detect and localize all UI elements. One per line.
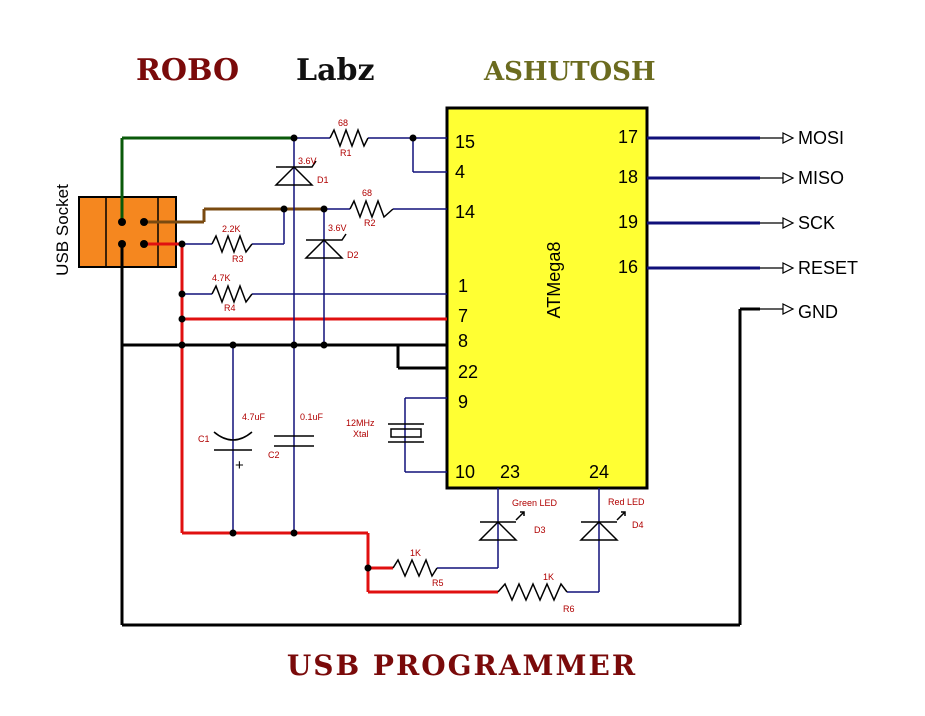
r1-value: 68 <box>338 118 348 128</box>
atmega8-chip <box>445 106 649 490</box>
r4-value: 4.7K <box>212 273 231 283</box>
r2-value: 68 <box>362 188 372 198</box>
d4-value: Red LED <box>608 497 645 507</box>
author-name: ASHUTOSH <box>483 57 656 87</box>
title-robo: ROBO <box>136 53 239 88</box>
vcc-wires <box>144 242 498 594</box>
pin-9: 9 <box>458 392 468 412</box>
crystal-12mhz <box>388 423 424 443</box>
r1-ref: R1 <box>340 148 352 158</box>
output-mosi: MOSI <box>798 128 844 148</box>
xtal-frequency: 12MHz <box>346 418 375 428</box>
pin-10: 10 <box>455 462 475 482</box>
zener-diode-d2 <box>304 233 347 259</box>
d2-value: 3.6V <box>328 223 347 233</box>
ground-wires <box>120 244 760 627</box>
r3-value: 2.2K <box>222 224 241 234</box>
output-gnd: GND <box>798 302 838 322</box>
r6-ref: R6 <box>563 604 575 614</box>
r3-ref: R3 <box>232 254 244 264</box>
pin-1: 1 <box>458 276 468 296</box>
resistor-r6 <box>497 582 568 602</box>
r6-value: 1K <box>543 572 554 582</box>
output-miso: MISO <box>798 168 844 188</box>
led-d4-red <box>579 511 626 541</box>
c1-value: 4.7uF <box>242 412 266 422</box>
led-d3-green <box>478 511 525 541</box>
output-sck: SCK <box>798 213 835 233</box>
zener-diode-d1 <box>274 160 317 186</box>
d1-ref: D1 <box>317 175 329 185</box>
c1-ref: C1 <box>198 434 210 444</box>
pin-18: 18 <box>618 167 638 187</box>
r5-value: 1K <box>410 548 421 558</box>
capacitor-c2 <box>274 435 314 447</box>
xtal-label: Xtal <box>353 429 369 439</box>
pin-22: 22 <box>458 362 478 382</box>
pin-17: 17 <box>618 127 638 147</box>
resistor-r1 <box>329 127 369 149</box>
pin-7: 7 <box>458 306 468 326</box>
r2-ref: R2 <box>364 218 376 228</box>
capacitor-c1 <box>213 431 253 451</box>
d3-value: Green LED <box>512 498 558 508</box>
pin-14: 14 <box>455 202 475 222</box>
pin-4: 4 <box>455 162 465 182</box>
d4-ref: D4 <box>632 520 644 530</box>
d1-value: 3.6V <box>298 156 317 166</box>
resistor-r5 <box>392 558 438 578</box>
title-labz: Labz <box>296 53 375 88</box>
d3-ref: D3 <box>534 525 546 535</box>
resistor-r3 <box>211 233 253 255</box>
chip-name: ATMega8 <box>544 242 564 319</box>
footer-title: USB PROGRAMMER <box>287 649 637 682</box>
resistor-r4 <box>211 283 253 305</box>
resistor-r2 <box>349 198 394 220</box>
usb-socket-label: USB Socket <box>53 184 72 276</box>
pin-15: 15 <box>455 132 475 152</box>
r4-ref: R4 <box>224 303 236 313</box>
output-reset: RESET <box>798 258 858 278</box>
junctions <box>118 134 417 572</box>
c1-polarity: + <box>235 457 244 474</box>
usb-socket <box>78 196 177 268</box>
pin-24: 24 <box>589 462 609 482</box>
pin-8: 8 <box>458 331 468 351</box>
r5-ref: R5 <box>432 578 444 588</box>
pin-23: 23 <box>500 462 520 482</box>
pin-16: 16 <box>618 257 638 277</box>
c2-value: 0.1uF <box>300 412 324 422</box>
c2-ref: C2 <box>268 450 280 460</box>
pin-19: 19 <box>618 212 638 232</box>
signal-wires <box>182 137 600 593</box>
d2-ref: D2 <box>347 250 359 260</box>
